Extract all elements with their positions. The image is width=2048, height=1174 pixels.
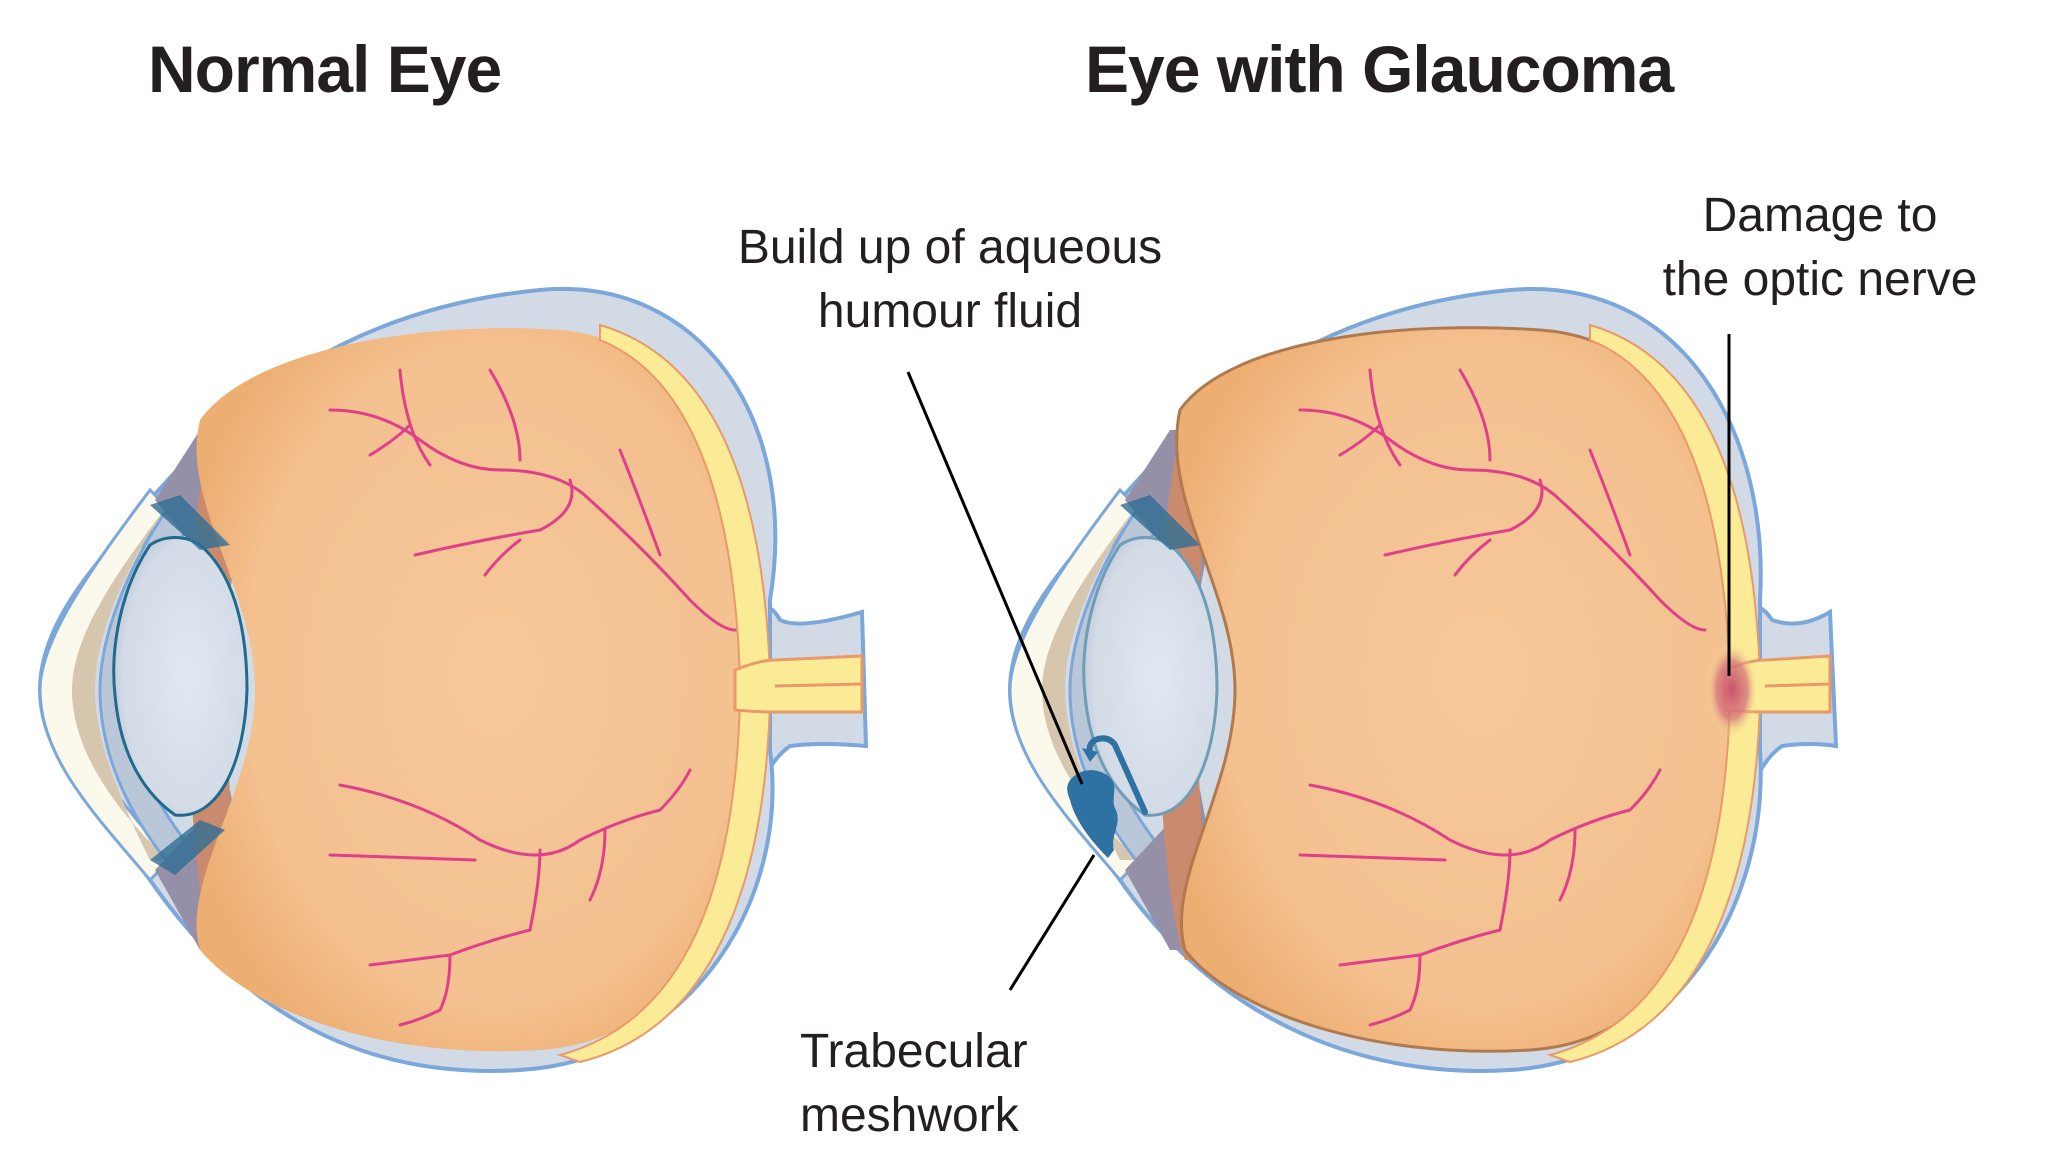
- trabecular-leader-line: [1008, 854, 1096, 991]
- optic-nerve-damage-label: Damage to the optic nerve: [1610, 184, 2030, 312]
- glaucoma-eye: [1007, 286, 1839, 1073]
- aqueous-leader-line: [906, 371, 1084, 785]
- optic-nerve-divider-g: [1764, 682, 1831, 688]
- flow-arrow-head: [1082, 748, 1098, 762]
- fluid-blockage: [1067, 770, 1118, 858]
- optic-label-line1: Damage to: [1702, 189, 1938, 242]
- retinal-vessels-g: [1298, 368, 1707, 1027]
- zonule-top-g: [1120, 495, 1200, 550]
- normal-eye-title: Normal Eye: [148, 32, 502, 106]
- retinal-vessels: [328, 368, 737, 1027]
- anterior-chamber-g: [1042, 505, 1138, 860]
- anterior-chamber: [72, 505, 168, 860]
- trabecular-label-line1: Trabecular: [800, 1025, 1028, 1078]
- glaucoma-eye-title: Eye with Glaucoma: [1085, 32, 1674, 106]
- optic-nerve-divider: [774, 682, 863, 688]
- flow-arrow: [1086, 735, 1148, 815]
- aqueous-label-line1: Build up of aqueous: [737, 221, 1163, 274]
- aqueous-label-line2: humour fluid: [817, 285, 1083, 338]
- normal-eye: [37, 286, 869, 1073]
- trabecular-meshwork-label: Trabecular meshwork: [800, 1020, 1100, 1148]
- trabecular-label-line2: meshwork: [800, 1089, 1019, 1142]
- vitreous-body: [196, 328, 740, 1052]
- optic-nerve-damage: [1706, 642, 1758, 738]
- optic-label-line2: the optic nerve: [1662, 253, 1978, 306]
- zonule-bottom: [150, 820, 225, 875]
- zonule-top: [150, 495, 230, 550]
- aqueous-humour-label: Build up of aqueous humour fluid: [680, 216, 1220, 344]
